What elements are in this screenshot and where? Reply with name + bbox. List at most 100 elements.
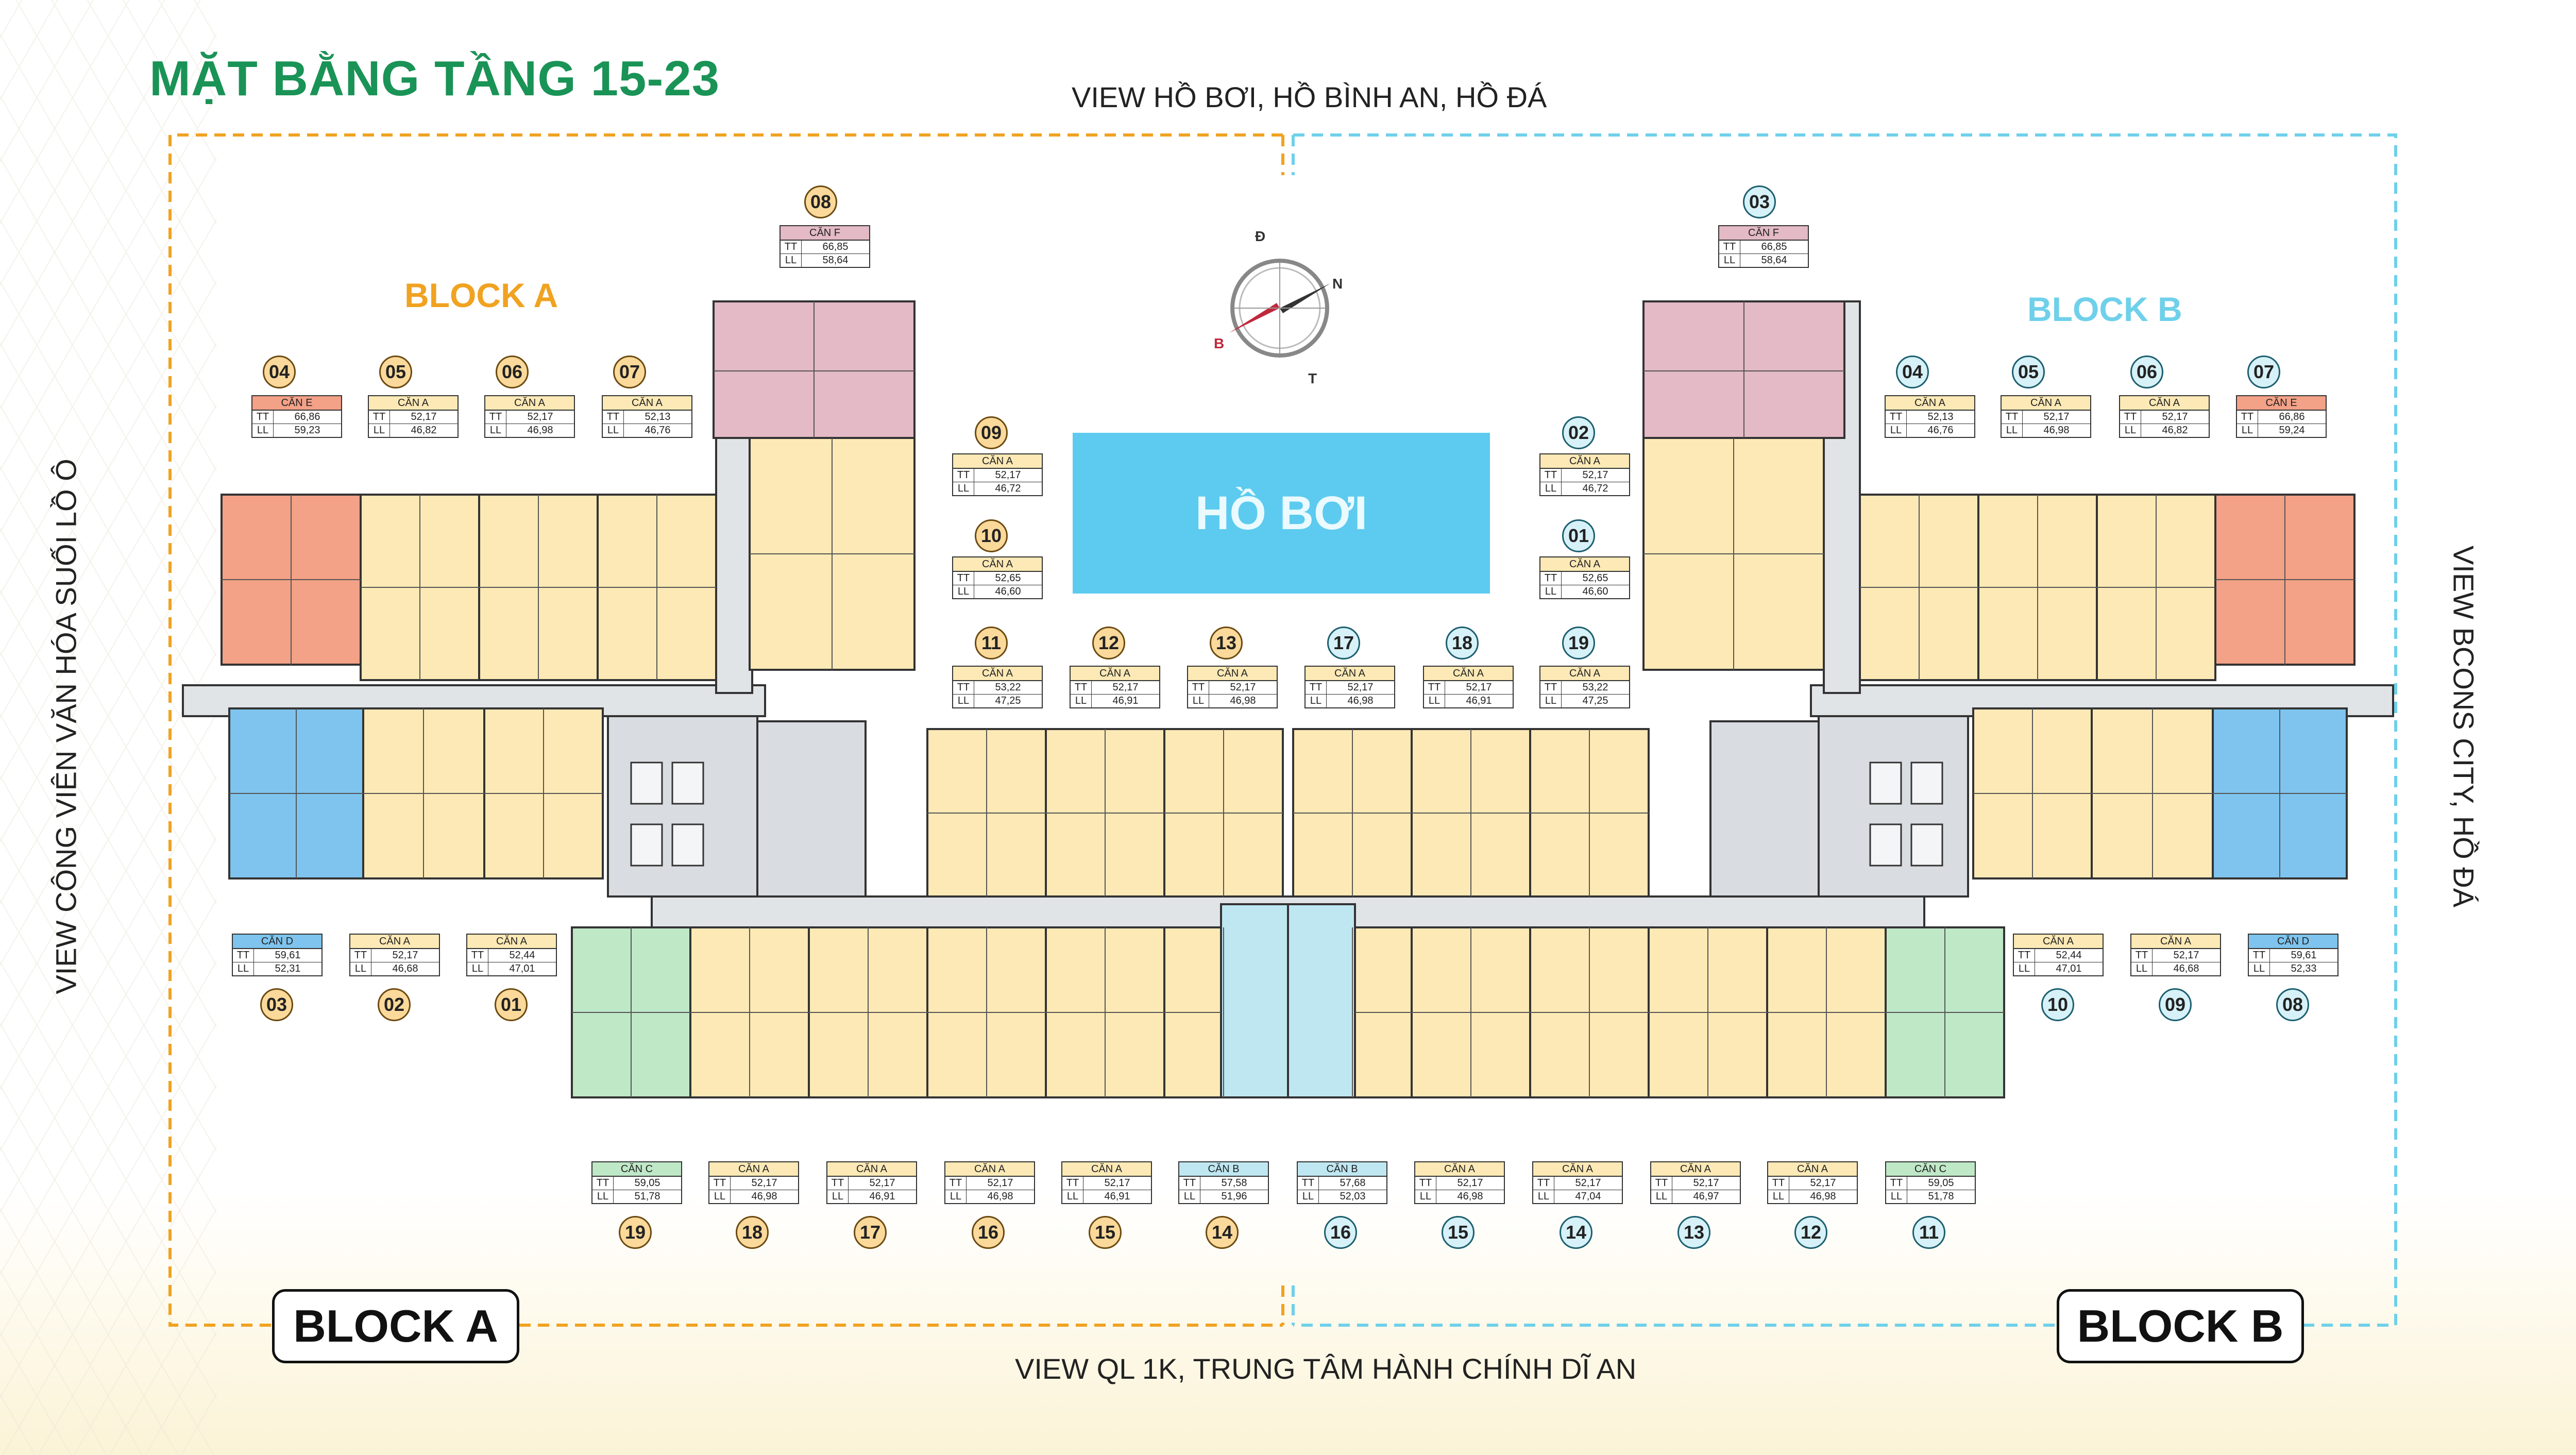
unit-number-badge: 04 xyxy=(263,356,296,388)
area-value: 57,58 xyxy=(1221,1177,1247,1189)
area-value: 52,17 xyxy=(1347,682,1374,693)
unit-type-label: CĂN A xyxy=(603,396,691,411)
area-value: 59,23 xyxy=(294,425,320,436)
unit-type-label: CĂN A xyxy=(1768,1162,1857,1177)
area-value: 66,85 xyxy=(1761,241,1787,252)
area-value: 52,17 xyxy=(1104,1177,1130,1189)
area-key: TT xyxy=(1415,1177,1436,1190)
area-value: 51,78 xyxy=(634,1191,660,1202)
area-value: 46,68 xyxy=(392,963,418,974)
area-value: 46,98 xyxy=(1230,695,1256,706)
area-value: 46,82 xyxy=(411,425,437,436)
area-value: 52,17 xyxy=(751,1177,777,1189)
unit-type-label: CĂN B xyxy=(1298,1162,1386,1177)
unit-type-label: CĂN E xyxy=(2237,396,2326,411)
unit-type-label: CĂN A xyxy=(1540,667,1629,681)
unit-type-label: CĂN A xyxy=(1651,1162,1740,1177)
unit-type-label: CĂN A xyxy=(1071,667,1159,681)
area-key: TT xyxy=(2002,411,2023,424)
unit-number-badge: 09 xyxy=(2159,988,2192,1021)
unit-type-label: CĂN A xyxy=(953,667,1042,681)
unit-number-badge: 10 xyxy=(975,519,1008,552)
pool: HỒ BƠI xyxy=(1073,433,1490,594)
area-value: 66,86 xyxy=(2279,411,2305,422)
unit-number-badge: 07 xyxy=(2247,356,2280,388)
area-value: 52,17 xyxy=(411,411,437,422)
unit-number-badge: 08 xyxy=(804,185,837,218)
area-key: TT xyxy=(2249,949,2270,962)
area-key: LL xyxy=(1768,1190,1789,1203)
area-key: LL xyxy=(2014,962,2035,975)
area-value: 46,97 xyxy=(1693,1191,1719,1202)
area-value: 52,65 xyxy=(995,572,1021,584)
area-value: 52,03 xyxy=(1340,1191,1366,1202)
area-key: LL xyxy=(1415,1190,1436,1203)
area-value: 52,17 xyxy=(869,1177,895,1189)
area-key: LL xyxy=(350,962,371,975)
area-value: 46,98 xyxy=(1810,1191,1836,1202)
unit-number-badge: 09 xyxy=(975,416,1008,449)
area-key: TT xyxy=(1062,1177,1083,1190)
area-value: 52,17 xyxy=(2162,411,2188,422)
unit-number-badge: 16 xyxy=(972,1216,1005,1249)
area-value: 57,68 xyxy=(1340,1177,1366,1189)
block-b-view-boundary xyxy=(1293,133,2397,1327)
unit-type-label: CĂN A xyxy=(369,396,457,411)
compass-south-label: Đ xyxy=(1255,231,1265,244)
area-value: 52,17 xyxy=(2043,411,2070,422)
area-key: TT xyxy=(233,949,254,962)
unit-number-badge: 12 xyxy=(1092,627,1125,659)
area-key: LL xyxy=(1179,1190,1200,1203)
unit-type-label: CĂN F xyxy=(1719,226,1808,241)
area-key: TT xyxy=(2120,411,2141,424)
unit-number-badge: 16 xyxy=(1324,1216,1357,1249)
compass-east-label: T xyxy=(1308,370,1317,385)
unit-tt-row: TT 52,17 xyxy=(1062,1177,1151,1190)
area-key: LL xyxy=(1886,1190,1907,1203)
area-value: 66,86 xyxy=(294,411,320,422)
unit-type-label: CĂN A xyxy=(953,454,1042,469)
area-value: 58,64 xyxy=(1761,255,1787,266)
area-value: 52,17 xyxy=(995,469,1021,481)
unit-number-badge: 11 xyxy=(1912,1216,1945,1249)
area-value: 46,91 xyxy=(1466,695,1492,706)
building-cores xyxy=(607,715,1969,898)
view-label-bottom: VIEW QL 1K, TRUNG TÂM HÀNH CHÍNH DĨ AN xyxy=(1015,1352,1637,1385)
unit-number-badge: 08 xyxy=(2276,988,2309,1021)
